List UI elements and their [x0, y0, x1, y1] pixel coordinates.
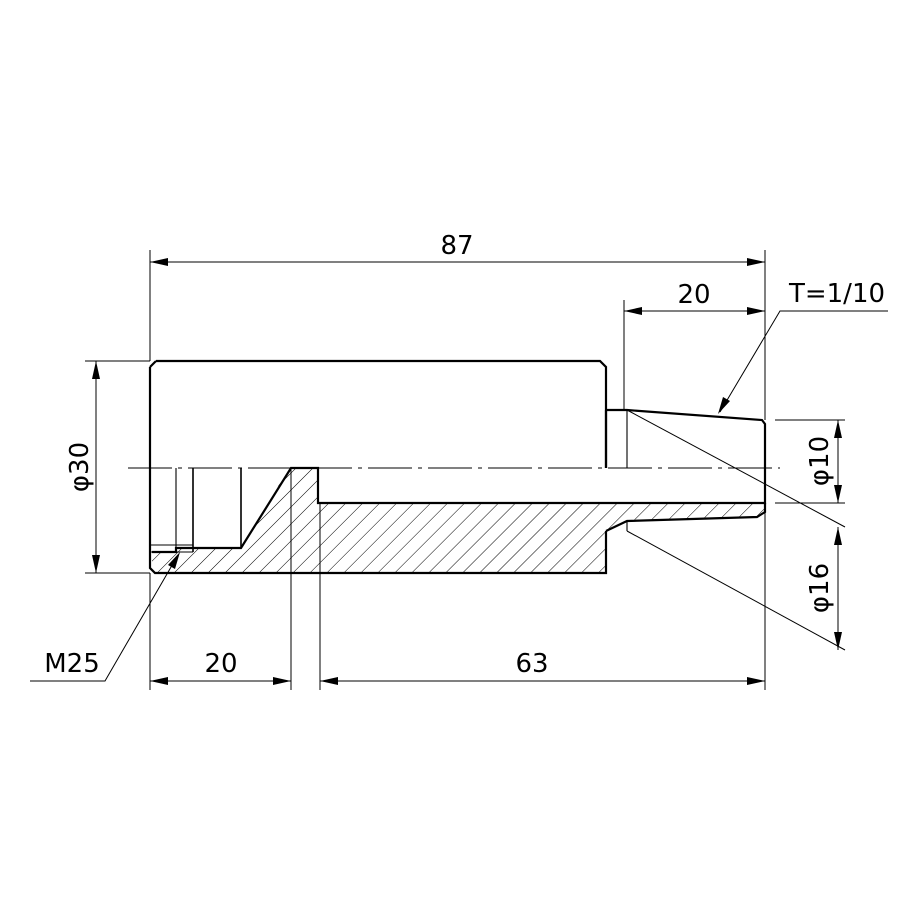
leader-lines: [30, 310, 888, 682]
outer-diameter-label: φ30: [65, 442, 95, 492]
tip-diameter-label: φ16: [805, 563, 835, 613]
thread-label: M25: [44, 649, 100, 679]
taper-length-label: 20: [677, 280, 710, 310]
extension-lines: [85, 250, 846, 690]
body-length-label: 63: [515, 649, 548, 679]
dimension-lines: [92, 258, 842, 685]
small-diameter-label: φ10: [805, 436, 835, 486]
thread-edges: [150, 468, 242, 553]
thread-depth-label: 20: [204, 649, 237, 679]
dimension-labels: 87 20 T=1/10 φ30 φ10 φ16 M25 20 63: [44, 231, 885, 679]
overall-length-label: 87: [440, 231, 473, 261]
section-hatch: [152, 468, 764, 573]
taper-ratio-label: T=1/10: [788, 279, 885, 309]
